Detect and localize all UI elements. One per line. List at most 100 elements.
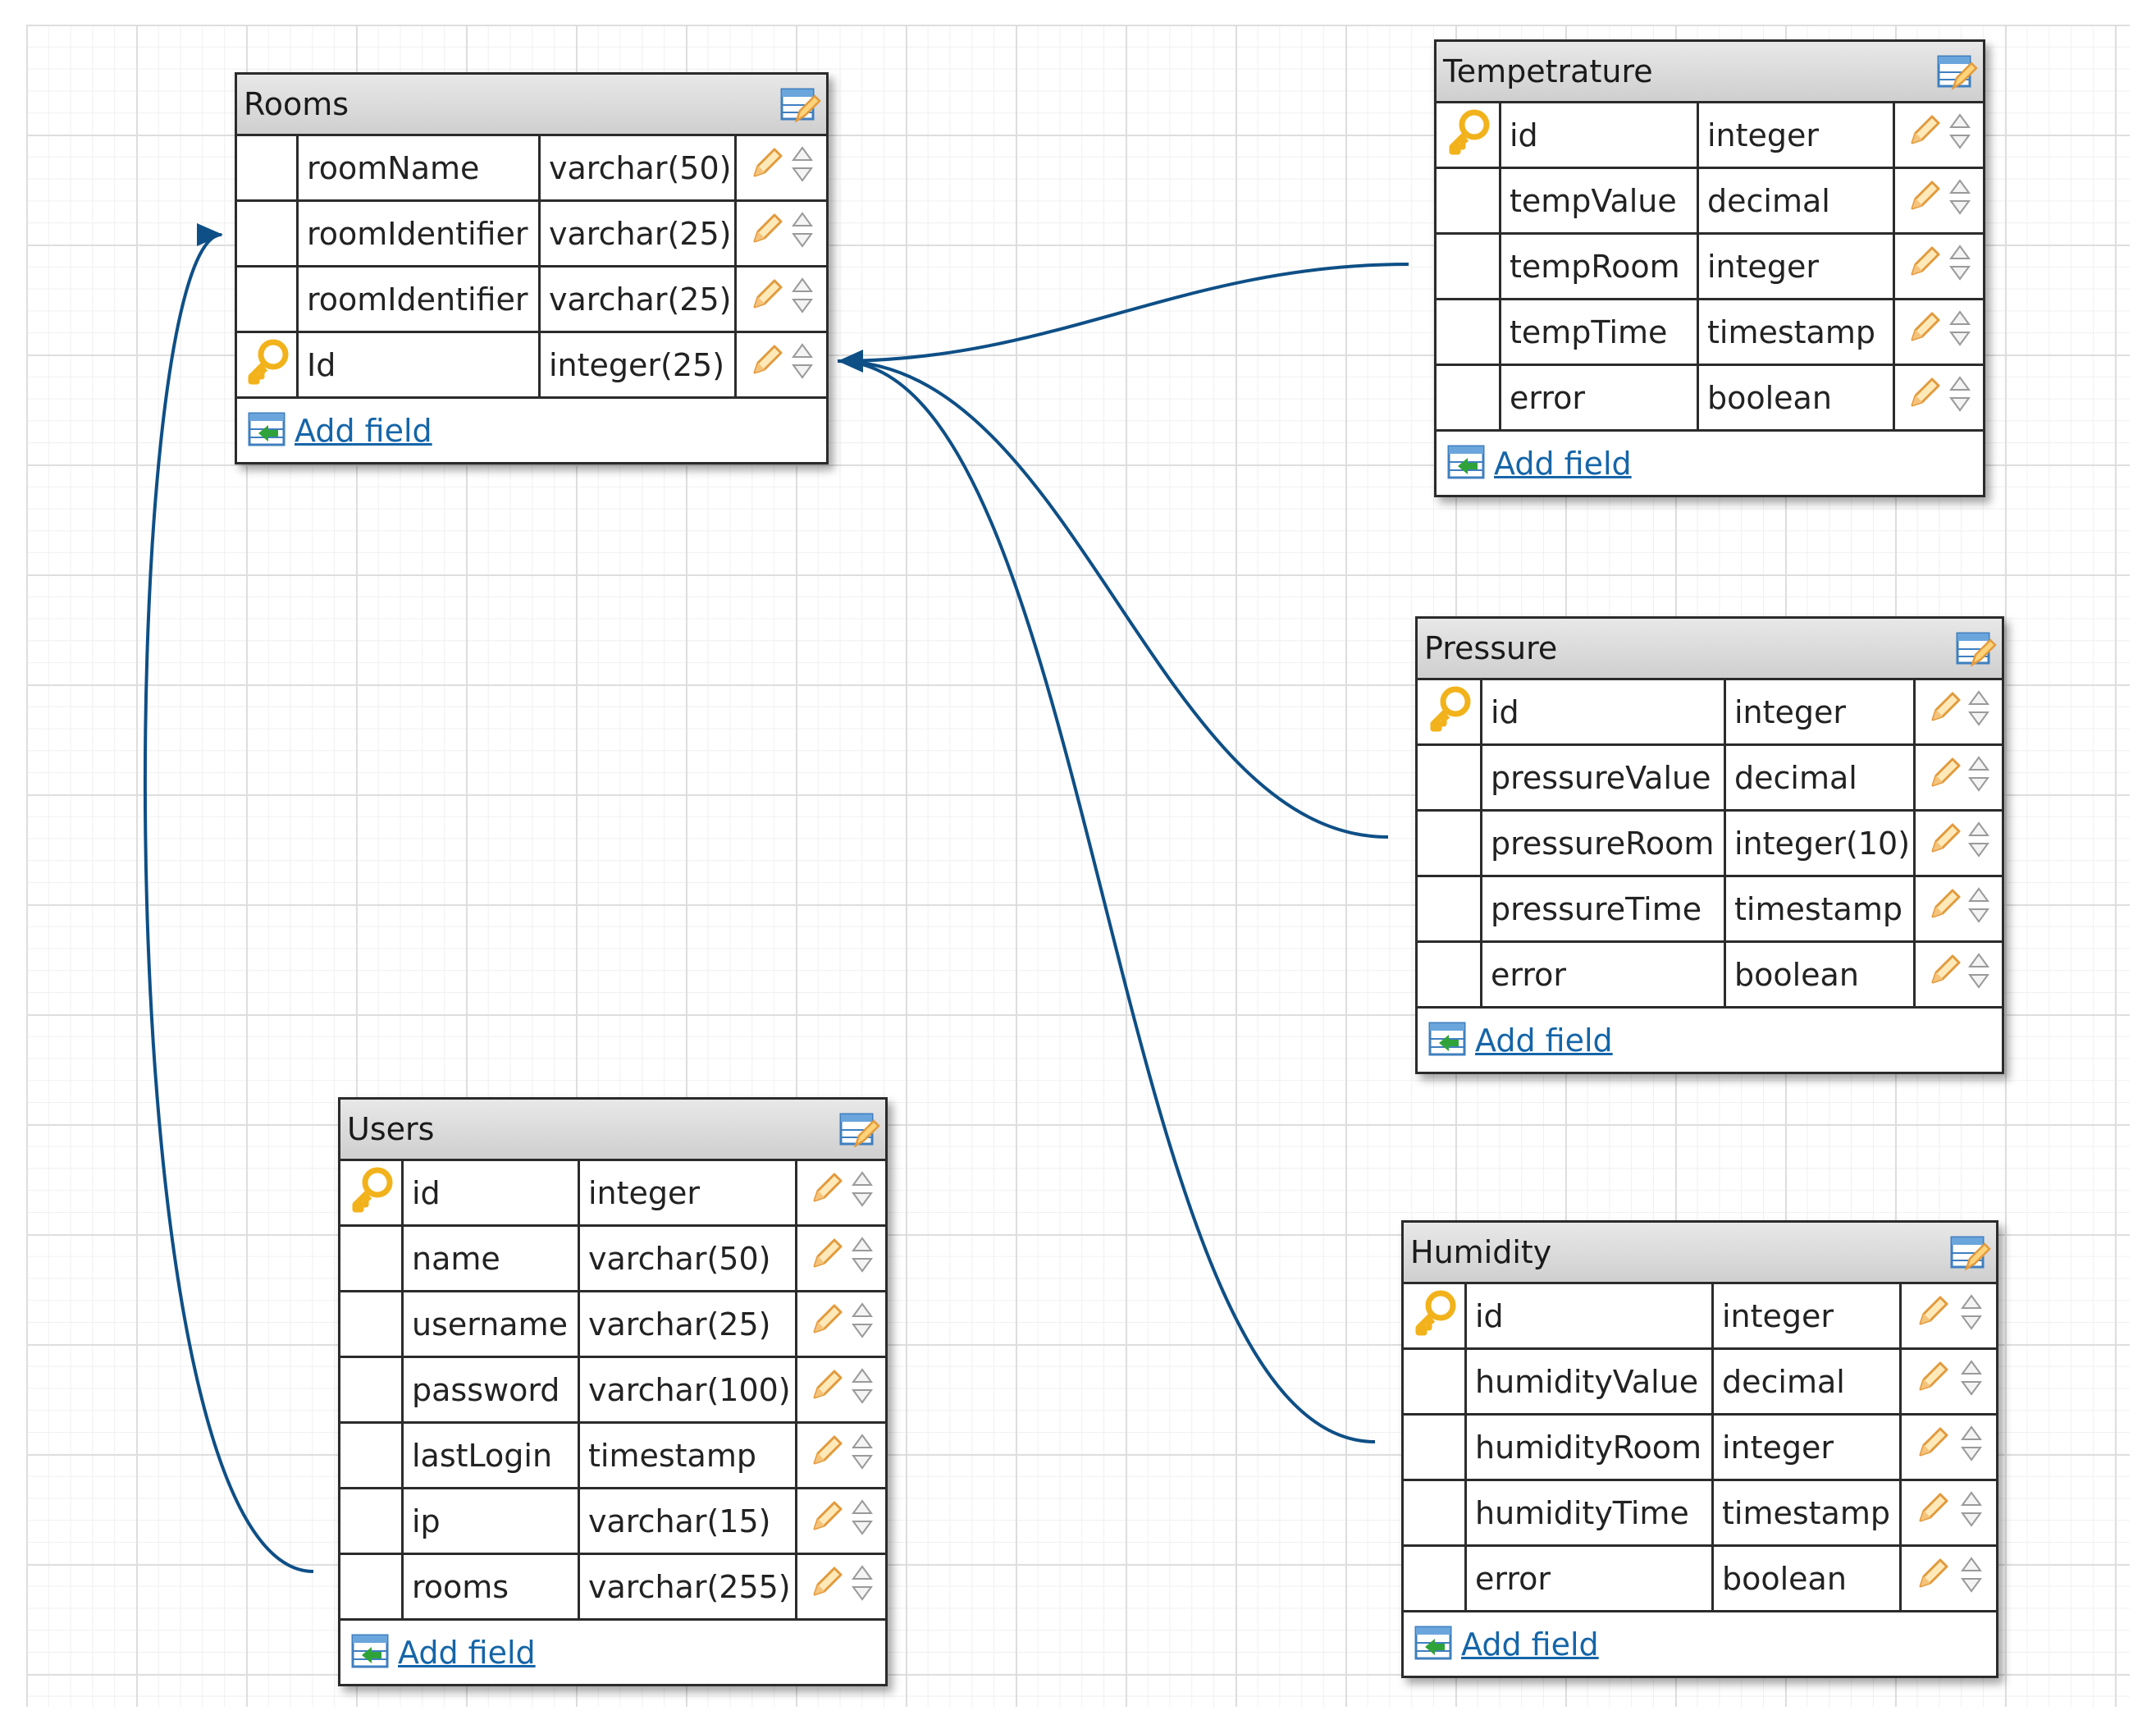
reorder-arrows-icon[interactable]: [850, 1301, 875, 1347]
reorder-arrows-icon[interactable]: [1959, 1358, 1984, 1405]
edit-table-icon[interactable]: [838, 1108, 880, 1150]
reorder-arrows-icon[interactable]: [850, 1563, 875, 1610]
reorder-arrows-icon[interactable]: [1959, 1555, 1984, 1602]
edit-field-pencil-icon[interactable]: [1906, 376, 1942, 419]
table-header[interactable]: Users: [340, 1100, 885, 1161]
edit-field-pencil-icon[interactable]: [1926, 953, 1962, 996]
reorder-arrows-icon[interactable]: [790, 276, 815, 322]
reorder-arrows-icon[interactable]: [1948, 309, 1972, 355]
edit-table-icon[interactable]: [1948, 1231, 1991, 1274]
table-header[interactable]: Pressure: [1418, 619, 2002, 680]
edit-field-pencil-icon[interactable]: [1926, 690, 1962, 734]
reorder-arrows-icon[interactable]: [1948, 374, 1972, 421]
edit-field-pencil-icon[interactable]: [808, 1565, 844, 1608]
reorder-arrows-icon[interactable]: [1959, 1424, 1984, 1471]
edit-field-pencil-icon[interactable]: [1906, 245, 1942, 288]
edit-field-pencil-icon[interactable]: [1914, 1360, 1950, 1403]
table-header[interactable]: Rooms: [237, 75, 826, 136]
reorder-arrows-icon[interactable]: [1948, 243, 1972, 290]
add-field-link[interactable]: Add field: [1475, 1022, 1613, 1059]
reorder-arrows-icon[interactable]: [1959, 1292, 1984, 1339]
reorder-arrows-icon[interactable]: [1966, 885, 1991, 932]
reorder-arrows-icon[interactable]: [850, 1432, 875, 1479]
reorder-arrows-icon[interactable]: [1959, 1489, 1984, 1536]
edit-table-icon[interactable]: [1935, 50, 1978, 93]
reorder-arrows-icon[interactable]: [850, 1498, 875, 1544]
edit-field-pencil-icon[interactable]: [1926, 821, 1962, 865]
add-field-link[interactable]: Add field: [295, 412, 432, 449]
edit-field-pencil-icon[interactable]: [1906, 310, 1942, 354]
edit-field-pencil-icon[interactable]: [1926, 887, 1962, 931]
table-header[interactable]: Humidity: [1404, 1223, 1996, 1284]
reorder-arrows-icon[interactable]: [790, 341, 815, 388]
reorder-arrows-icon[interactable]: [790, 210, 815, 257]
reorder-arrows-icon[interactable]: [850, 1169, 875, 1216]
edit-field-pencil-icon[interactable]: [808, 1499, 844, 1543]
reorder-arrows-icon[interactable]: [1966, 820, 1991, 867]
edit-table-icon[interactable]: [779, 83, 821, 126]
add-field-icon[interactable]: [1414, 1625, 1453, 1664]
edit-field-pencil-icon[interactable]: [1914, 1557, 1950, 1600]
add-field-link[interactable]: Add field: [1494, 445, 1632, 482]
add-field-icon[interactable]: [350, 1633, 390, 1672]
table-header[interactable]: Tempetrature: [1437, 42, 1983, 103]
edit-field-pencil-icon[interactable]: [748, 277, 784, 321]
edit-field-pencil-icon[interactable]: [808, 1302, 844, 1346]
reorder-arrows-icon[interactable]: [850, 1235, 875, 1282]
reorder-arrows-icon[interactable]: [850, 1366, 875, 1413]
reorder-arrows-icon[interactable]: [1948, 177, 1972, 224]
add-field-icon[interactable]: [1446, 444, 1486, 483]
reorder-arrows-icon[interactable]: [1966, 951, 1991, 998]
add-field-icon[interactable]: [247, 411, 286, 451]
edit-table-icon[interactable]: [1954, 627, 1997, 670]
edit-field-pencil-icon[interactable]: [1914, 1491, 1950, 1535]
edit-field-pencil-icon[interactable]: [1914, 1425, 1950, 1469]
reorder-arrows-icon[interactable]: [1948, 112, 1972, 158]
reorder-arrows-icon[interactable]: [1966, 688, 1991, 735]
edit-field-pencil-icon[interactable]: [1906, 113, 1942, 157]
edit-field-pencil-icon[interactable]: [1926, 756, 1962, 799]
reorder-arrows-icon[interactable]: [790, 144, 815, 191]
edit-field-pencil-icon[interactable]: [1914, 1294, 1950, 1338]
edit-field-pencil-icon[interactable]: [1906, 179, 1942, 222]
edit-field-pencil-icon[interactable]: [808, 1434, 844, 1477]
reorder-arrows-icon[interactable]: [1966, 754, 1991, 801]
add-field-link[interactable]: Add field: [398, 1634, 536, 1671]
edit-field-pencil-icon[interactable]: [808, 1171, 844, 1214]
add-field-link[interactable]: Add field: [1461, 1626, 1599, 1663]
edit-field-pencil-icon[interactable]: [748, 343, 784, 387]
edit-field-pencil-icon[interactable]: [748, 146, 784, 190]
edit-field-pencil-icon[interactable]: [808, 1368, 844, 1411]
add-field-icon[interactable]: [1427, 1021, 1467, 1060]
edit-field-pencil-icon[interactable]: [748, 212, 784, 255]
